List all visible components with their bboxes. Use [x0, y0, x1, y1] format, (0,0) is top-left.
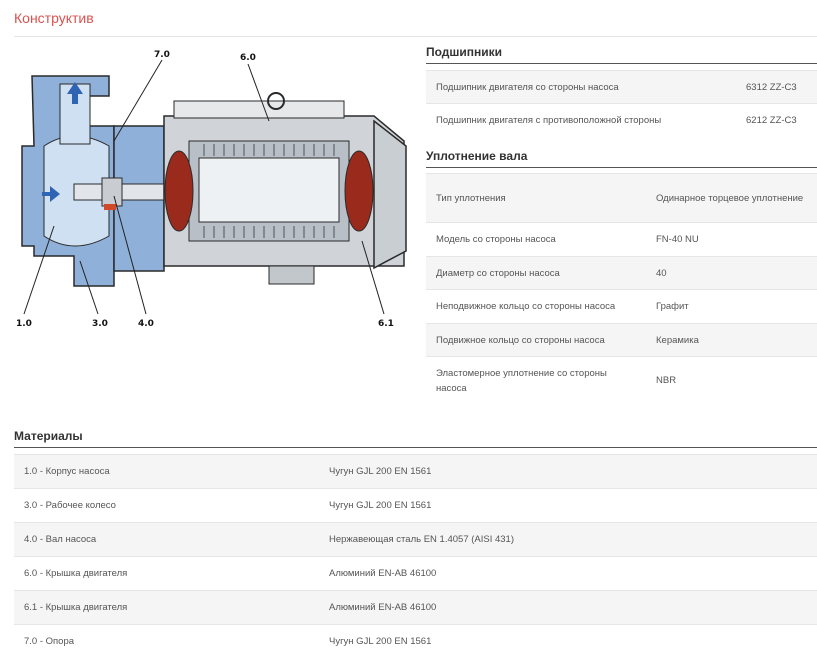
row-value: 6212 ZZ-C3 [736, 103, 817, 137]
bearings-rule [426, 63, 817, 64]
row-value: Чугун GJL 200 EN 1561 [319, 624, 817, 659]
row-value: Алюминий EN-AB 46100 [319, 556, 817, 591]
row-value: 40 [646, 256, 817, 290]
row-label: 1.0 - Корпус насоса [14, 454, 319, 489]
pump-cross-section-diagram: 7.0 6.0 1.0 3.0 4.0 6.1 [16, 50, 407, 329]
table-row: 4.0 - Вал насоса Нержавеющая сталь EN 1.… [14, 522, 817, 557]
bearings-title: Подшипники [426, 45, 503, 59]
row-value: Алюминий EN-AB 46100 [319, 590, 817, 625]
callout-1-0: 1.0 [16, 319, 32, 329]
table-row: Подшипник двигателя со стороны насоса 63… [426, 70, 817, 104]
row-value: Одинарное торцевое уплотнение [646, 173, 817, 223]
row-value: Керамика [646, 323, 817, 357]
table-row: 3.0 - Рабочее колесо Чугун GJL 200 EN 15… [14, 488, 817, 523]
row-label: Подшипник двигателя с противоположной ст… [426, 103, 736, 137]
row-value: Нержавеющая сталь EN 1.4057 (AISI 431) [319, 522, 817, 557]
table-row: 1.0 - Корпус насоса Чугун GJL 200 EN 156… [14, 454, 817, 489]
title-divider [14, 36, 817, 37]
seal-title: Уплотнение вала [426, 149, 528, 163]
row-value: Чугун GJL 200 EN 1561 [319, 488, 817, 523]
materials-title: Материалы [14, 429, 83, 443]
row-label: Тип уплотнения [426, 173, 646, 223]
seal-table: Тип уплотнения Одинарное торцевое уплотн… [426, 173, 817, 405]
row-label: Эластомерное уплотнение со стороны насос… [426, 356, 646, 405]
row-value: FN-40 NU [646, 222, 817, 257]
row-label: 3.0 - Рабочее колесо [14, 488, 319, 523]
table-row: Модель со стороны насоса FN-40 NU [426, 222, 817, 257]
row-label: 6.1 - Крышка двигателя [14, 590, 319, 625]
materials-table: 1.0 - Корпус насоса Чугун GJL 200 EN 156… [14, 454, 817, 659]
callout-6-0: 6.0 [240, 53, 256, 63]
row-label: Неподвижное кольцо со стороны насоса [426, 289, 646, 324]
seal-rule [426, 167, 817, 168]
row-value: 6312 ZZ-C3 [736, 70, 817, 104]
table-row: Тип уплотнения Одинарное торцевое уплотн… [426, 173, 817, 223]
materials-rule [14, 447, 817, 448]
row-label: Подвижное кольцо со стороны насоса [426, 323, 646, 357]
callout-3-0: 3.0 [92, 319, 108, 329]
row-value: NBR [646, 356, 817, 405]
row-label: Подшипник двигателя со стороны насоса [426, 70, 736, 104]
row-value: Чугун GJL 200 EN 1561 [319, 454, 817, 489]
callout-7-0: 7.0 [154, 50, 170, 60]
callout-6-1: 6.1 [378, 319, 394, 329]
bearings-table: Подшипник двигателя со стороны насоса 63… [426, 70, 817, 137]
table-row: Эластомерное уплотнение со стороны насос… [426, 356, 817, 405]
table-row: 7.0 - Опора Чугун GJL 200 EN 1561 [14, 624, 817, 659]
table-row: Подвижное кольцо со стороны насоса Керам… [426, 323, 817, 357]
table-row: 6.1 - Крышка двигателя Алюминий EN-AB 46… [14, 590, 817, 625]
table-row: Подшипник двигателя с противоположной ст… [426, 103, 817, 137]
row-value: Графит [646, 289, 817, 324]
table-row: 6.0 - Крышка двигателя Алюминий EN-AB 46… [14, 556, 817, 591]
row-label: Диаметр со стороны насоса [426, 256, 646, 290]
callout-4-0: 4.0 [138, 319, 154, 329]
row-label: 7.0 - Опора [14, 624, 319, 659]
page-title: Конструктив [14, 10, 94, 26]
row-label: 6.0 - Крышка двигателя [14, 556, 319, 591]
table-row: Диаметр со стороны насоса 40 [426, 256, 817, 290]
row-label: Модель со стороны насоса [426, 222, 646, 257]
table-row: Неподвижное кольцо со стороны насоса Гра… [426, 289, 817, 324]
row-label: 4.0 - Вал насоса [14, 522, 319, 557]
